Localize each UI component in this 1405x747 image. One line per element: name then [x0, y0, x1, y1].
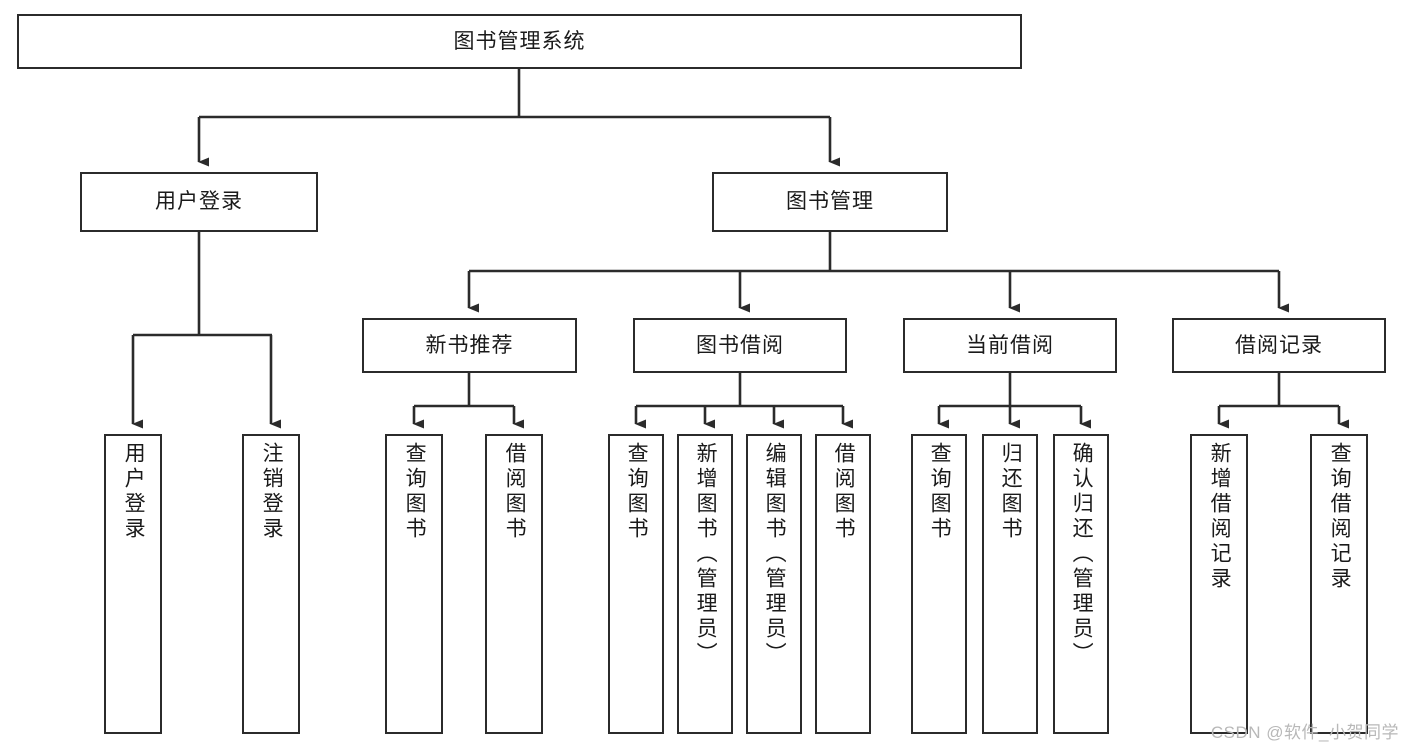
node-user-login-label: 用户登录	[155, 190, 243, 214]
node-root-label: 图书管理系统	[453, 29, 586, 53]
edge-group-book-manage	[467, 232, 1289, 313]
node-leaf-return-book-label: 归还图书	[999, 442, 1023, 542]
node-leaf-borrow-book-label: 借阅图书	[832, 442, 856, 542]
node-borrow-record[interactable]: 借阅记录	[1172, 318, 1386, 373]
node-leaf-add-book[interactable]: 新增图书（管理员）	[677, 434, 733, 734]
node-leaf-edit-book[interactable]: 编辑图书（管理员）	[746, 434, 802, 734]
node-current-borrow-label: 当前借阅	[966, 333, 1054, 357]
node-user-login[interactable]: 用户登录	[80, 172, 318, 232]
node-book-manage-label: 图书管理	[786, 190, 874, 214]
node-leaf-add-record-label: 新增借阅记录	[1208, 442, 1232, 592]
node-leaf-borrow-book-rec-label: 借阅图书	[503, 442, 527, 542]
node-new-book-recommend[interactable]: 新书推荐	[362, 318, 577, 373]
node-leaf-edit-book-label: 编辑图书（管理员）	[763, 442, 787, 667]
node-leaf-query-book-borrow-label: 查询图书	[625, 442, 649, 542]
edge-group-current-borrow	[937, 373, 1091, 429]
node-leaf-query-book-rec-label: 查询图书	[403, 442, 427, 542]
node-leaf-logout[interactable]: 注销登录	[242, 434, 300, 734]
node-book-manage[interactable]: 图书管理	[712, 172, 948, 232]
csdn-watermark: CSDN @软件_小贺同学	[1210, 723, 1399, 742]
node-leaf-logout-label: 注销登录	[260, 442, 284, 542]
node-leaf-add-record[interactable]: 新增借阅记录	[1190, 434, 1248, 734]
node-leaf-confirm-return[interactable]: 确认归还（管理员）	[1053, 434, 1109, 734]
node-root[interactable]: 图书管理系统	[17, 14, 1022, 69]
node-leaf-query-book-rec[interactable]: 查询图书	[385, 434, 443, 734]
edge-group-root	[197, 69, 840, 167]
node-leaf-query-record-label: 查询借阅记录	[1328, 442, 1352, 592]
node-leaf-query-record[interactable]: 查询借阅记录	[1310, 434, 1368, 734]
node-leaf-query-book-borrow[interactable]: 查询图书	[608, 434, 664, 734]
node-current-borrow[interactable]: 当前借阅	[903, 318, 1117, 373]
node-leaf-borrow-book-rec[interactable]: 借阅图书	[485, 434, 543, 734]
edge-group-new-book-recommend	[412, 373, 524, 429]
node-leaf-user-login[interactable]: 用户登录	[104, 434, 162, 734]
node-leaf-borrow-book[interactable]: 借阅图书	[815, 434, 871, 734]
edge-group-borrow-record	[1217, 373, 1349, 429]
edge-group-user-login	[131, 232, 281, 429]
node-book-borrow[interactable]: 图书借阅	[633, 318, 847, 373]
node-new-book-recommend-label: 新书推荐	[425, 333, 514, 357]
node-borrow-record-label: 借阅记录	[1235, 333, 1323, 357]
node-leaf-query-book-cur[interactable]: 查询图书	[911, 434, 967, 734]
edge-group-book-borrow	[634, 373, 853, 429]
node-leaf-return-book[interactable]: 归还图书	[982, 434, 1038, 734]
node-leaf-user-login-label: 用户登录	[122, 442, 146, 542]
node-leaf-add-book-label: 新增图书（管理员）	[694, 442, 718, 667]
node-leaf-confirm-return-label: 确认归还（管理员）	[1070, 442, 1094, 667]
node-book-borrow-label: 图书借阅	[696, 333, 784, 357]
node-leaf-query-book-cur-label: 查询图书	[928, 442, 952, 542]
